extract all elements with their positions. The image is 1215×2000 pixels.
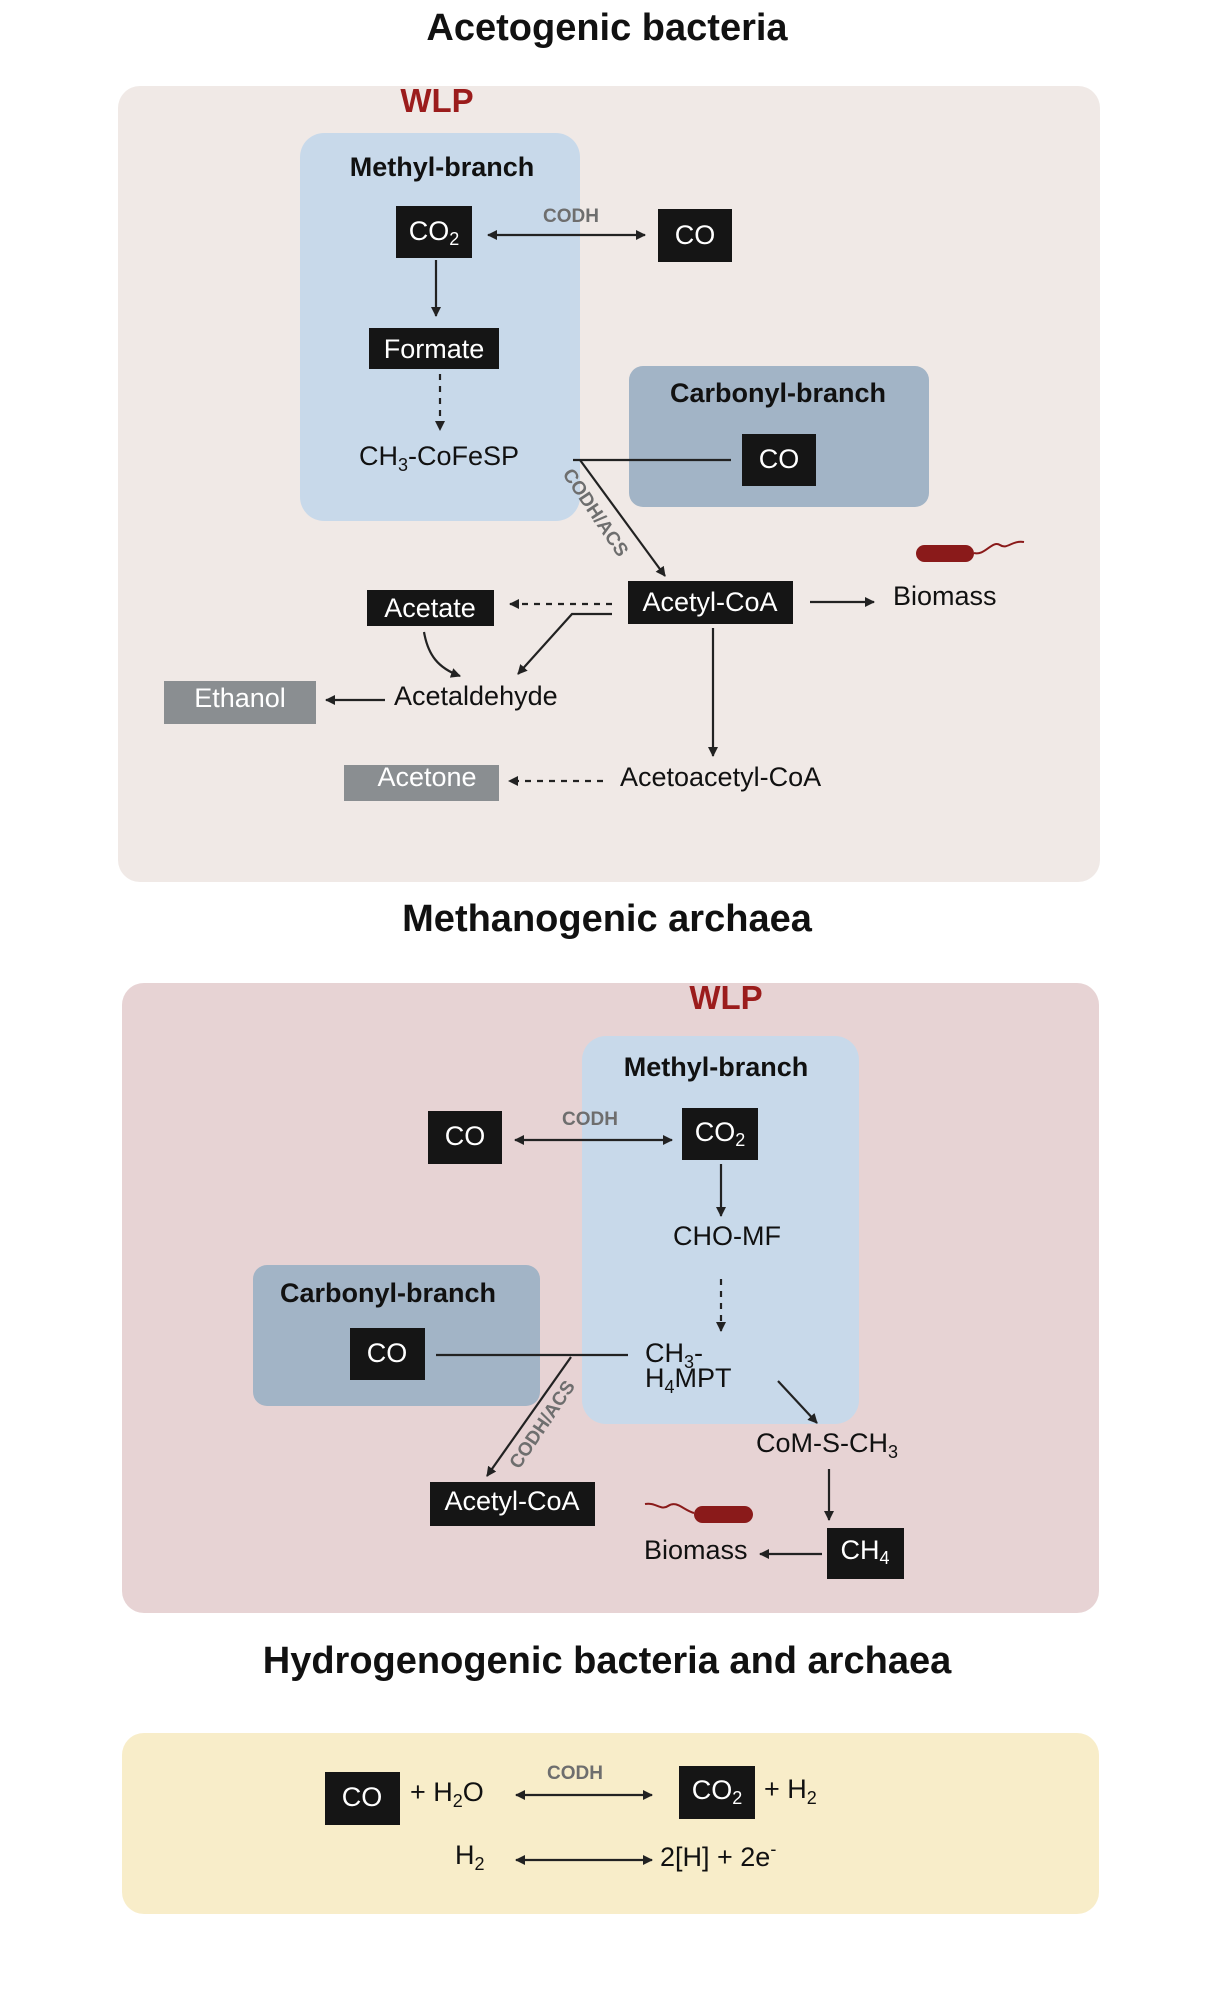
ch3-to-com-arrow <box>777 1380 818 1424</box>
methanogenic-wlp-label: WLP <box>689 979 762 1016</box>
hydrogenogenic-co2-box <box>679 1766 755 1819</box>
methanogenic-ch4-box <box>827 1528 904 1579</box>
methanogenic-acetyl-coa-label: Acetyl-CoA <box>444 1486 579 1516</box>
methanogenic-co2-label: CO2 <box>695 1117 746 1150</box>
acetogenic-wlp-label: WLP <box>400 82 473 119</box>
acetogenic-biomass-label: Biomass <box>893 581 997 611</box>
bacterium-icon <box>916 540 1025 562</box>
acetogenic-panel <box>118 86 1100 882</box>
acetogenic-codh-acs-arrow <box>579 459 666 577</box>
hydrogenogenic-co2-label: CO2 <box>692 1775 743 1808</box>
bacterium-icon <box>644 1502 753 1523</box>
hydrogenogenic-codh-label: CODH <box>547 1763 603 1784</box>
methanogenic-co2-box <box>682 1108 758 1160</box>
acetogenic-co2-box <box>396 206 472 258</box>
methanogenic-carbonyl-branch-label: Carbonyl-branch <box>280 1278 496 1308</box>
acetogenic-acetoacetyl-coa-label: Acetoacetyl-CoA <box>620 762 821 792</box>
acetogenic-ethanol-label: Ethanol <box>194 683 286 713</box>
acetogenic-acetyl-coa-box <box>628 581 793 624</box>
hydrogenogenic-plus-h2-label: + H2 <box>764 1774 817 1808</box>
acetogenic-carbonyl-branch-label: Carbonyl-branch <box>670 378 886 408</box>
acetate-to-acetaldehyde-arrow <box>422 631 461 678</box>
acetogenic-ethanol-box <box>164 681 316 724</box>
methanogenic-acetyl-coa-box <box>430 1482 595 1526</box>
acetogenic-acetone-box <box>344 765 499 801</box>
acetogenic-carbonyl-co-box <box>742 434 816 486</box>
methanogenic-h4mpt-label: H4MPT <box>645 1363 732 1397</box>
acetogenic-to-acetaldehyde-arrow <box>517 612 612 675</box>
hydrogenogenic-h2-label: H2 <box>455 1840 485 1874</box>
methanogenic-biomass-label: Biomass <box>644 1535 748 1565</box>
acetogenic-formate-box <box>369 328 499 369</box>
acetogenic-co-box <box>658 209 732 262</box>
acetogenic-acetate-label: Acetate <box>384 593 476 623</box>
methanogenic-carbonyl-co-label: CO <box>367 1338 408 1368</box>
acetogenic-acetone-label: Acetone <box>377 762 476 792</box>
methanogenic-codh-label: CODH <box>562 1109 618 1130</box>
acetogenic-methyl-branch-label: Methyl-branch <box>350 152 535 182</box>
methanogenic-carbonyl-co-box <box>350 1328 425 1380</box>
acetogenic-co2-label: CO2 <box>409 216 460 249</box>
hydrogenogenic-title: Hydrogenogenic bacteria and archaea <box>263 1640 952 1682</box>
methanogenic-ch4-label: CH4 <box>840 1535 889 1568</box>
acetogenic-ch3cofesp-label: CH3-CoFeSP <box>359 441 519 475</box>
methanogenic-cho-mf-label: CHO-MF <box>673 1221 781 1251</box>
methanogenic-title: Methanogenic archaea <box>402 898 813 940</box>
methanogenic-codh-acs-arrow <box>486 1356 572 1477</box>
hydrogenogenic-plus-h2o-label: + H2O <box>410 1777 484 1811</box>
acetogenic-title: Acetogenic bacteria <box>426 7 788 49</box>
methanogenic-co-label: CO <box>445 1121 486 1151</box>
methanogenic-ch3-label: CH3- <box>645 1338 703 1372</box>
hydrogenogenic-co-box <box>325 1772 400 1825</box>
hydrogenogenic-products-label: 2[H] + 2e- <box>660 1839 776 1872</box>
hydrogenogenic-panel <box>122 1733 1099 1914</box>
methanogenic-methyl-branch-label: Methyl-branch <box>624 1052 809 1082</box>
acetogenic-acetaldehyde-label: Acetaldehyde <box>394 681 558 711</box>
methanogenic-methyl-branch-area <box>582 1036 859 1424</box>
methanogenic-com-s-ch3-label: CoM-S-CH3 <box>756 1428 898 1462</box>
acetogenic-acetate-box <box>367 590 494 626</box>
acetogenic-carbonyl-co-label: CO <box>759 444 800 474</box>
acetogenic-codh-label: CODH <box>543 206 599 227</box>
acetogenic-acetyl-coa-label: Acetyl-CoA <box>642 587 777 617</box>
acetogenic-co-label: CO <box>675 220 716 250</box>
acetogenic-formate-label: Formate <box>384 334 485 364</box>
hydrogenogenic-co-label: CO <box>342 1782 383 1812</box>
methanogenic-co-box <box>428 1111 502 1164</box>
